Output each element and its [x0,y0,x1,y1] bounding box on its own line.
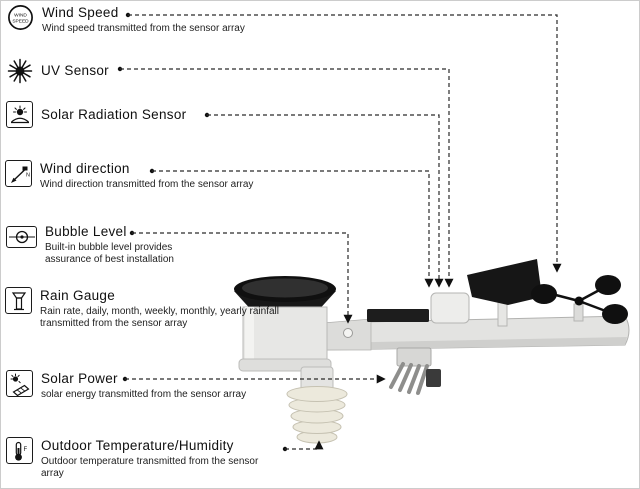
feature-wind-direction: N Wind direction Wind direction transmit… [5,160,253,191]
feature-title: UV Sensor [41,63,109,78]
feature-description: Built-in bubble level provides assurance… [45,242,174,265]
cable-connectors [389,347,441,395]
feature-rain-gauge: Rain Gauge Rain rate, daily, month, week… [5,287,292,330]
svg-text:WIND: WIND [14,12,27,18]
feature-description: Outdoor temperature transmitted from the… [41,456,259,479]
wind-vane-icon: N [5,160,32,187]
feature-wind-speed: WIND SPEED Wind Speed Wind speed transmi… [7,4,245,35]
uv-sunburst-icon [6,57,33,84]
connector-outdoor-temperature [282,440,324,452]
feature-title: Bubble Level [45,224,127,239]
svg-text:N: N [26,172,30,178]
feature-bubble-level: Bubble Level Built-in bubble level provi… [6,223,207,266]
solar-panel [367,309,429,322]
bubble-level-icon [6,226,37,248]
mounting-arm [322,315,630,351]
feature-solar-power: Solar Power solar energy transmitted fro… [6,370,246,401]
feature-title: Rain Gauge [40,288,116,303]
feature-solar-radiation: Solar Radiation Sensor [6,101,186,128]
wind-speed-badge-icon: WIND SPEED [7,4,34,31]
svg-text:SPEED: SPEED [12,18,29,24]
connector-solar-radiation [204,112,444,288]
weather-station-illustration [234,259,630,444]
feature-uv-sensor: UV Sensor [6,57,109,84]
solar-power-icon [6,370,33,397]
radiation-shield [286,366,348,444]
solar-radiation-icon [6,101,33,128]
anemometer-cups [531,275,628,324]
feature-title: Solar Radiation Sensor [41,107,187,122]
feature-title: Wind direction [40,161,130,176]
wind-vane [467,259,542,327]
feature-description: Wind direction transmitted from the sens… [40,179,254,190]
sensor-housing [430,292,470,324]
bubble-level [343,328,353,338]
feature-title: Outdoor Temperature/Humidity [41,438,234,453]
svg-text:F: F [23,447,27,453]
feature-description: solar energy transmitted from the sensor… [41,389,247,400]
feature-description: Rain rate, daily, month, weekly, monthly… [40,306,279,329]
feature-description: Wind speed transmitted from the sensor a… [42,23,245,34]
rain-gauge-icon [5,287,32,314]
thermometer-icon: F [6,437,33,464]
feature-title: Wind Speed [42,5,119,20]
feature-outdoor-temperature: F Outdoor Temperature/Humidity Outdoor t… [6,437,269,480]
feature-title: Solar Power [41,371,118,386]
